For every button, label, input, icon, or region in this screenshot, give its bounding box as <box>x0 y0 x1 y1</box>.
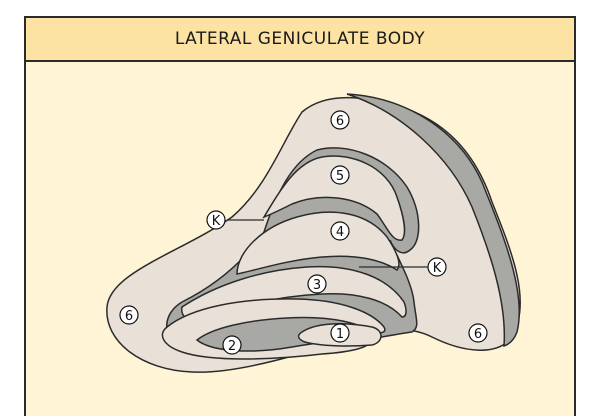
svg-text:2: 2 <box>228 339 236 354</box>
label-layer3: 3 <box>308 275 326 293</box>
label-layer4: 4 <box>331 222 349 240</box>
label-layer1: 1 <box>331 324 349 342</box>
label-layer6-left: 6 <box>120 306 138 324</box>
svg-text:K: K <box>433 261 442 276</box>
svg-text:6: 6 <box>474 327 482 342</box>
svg-text:5: 5 <box>336 169 344 184</box>
label-layer6-top: 6 <box>331 111 349 129</box>
svg-text:4: 4 <box>336 225 344 240</box>
figure-title: LATERAL GENICULATE BODY <box>175 29 425 49</box>
label-layer2: 2 <box>223 336 241 354</box>
label-layer6-right: 6 <box>469 324 487 342</box>
svg-text:3: 3 <box>313 278 321 293</box>
label-k-lower: K <box>428 258 446 276</box>
svg-text:K: K <box>212 214 221 229</box>
svg-text:6: 6 <box>336 114 344 129</box>
lgn-diagram: 6 5 4 3 2 1 6 <box>26 62 574 418</box>
label-layer5: 5 <box>331 166 349 184</box>
figure-frame: LATERAL GENICULATE BODY <box>24 16 576 416</box>
title-bar: LATERAL GENICULATE BODY <box>26 18 574 62</box>
svg-text:1: 1 <box>336 327 344 342</box>
svg-text:6: 6 <box>125 309 133 324</box>
label-k-upper: K <box>207 211 225 229</box>
